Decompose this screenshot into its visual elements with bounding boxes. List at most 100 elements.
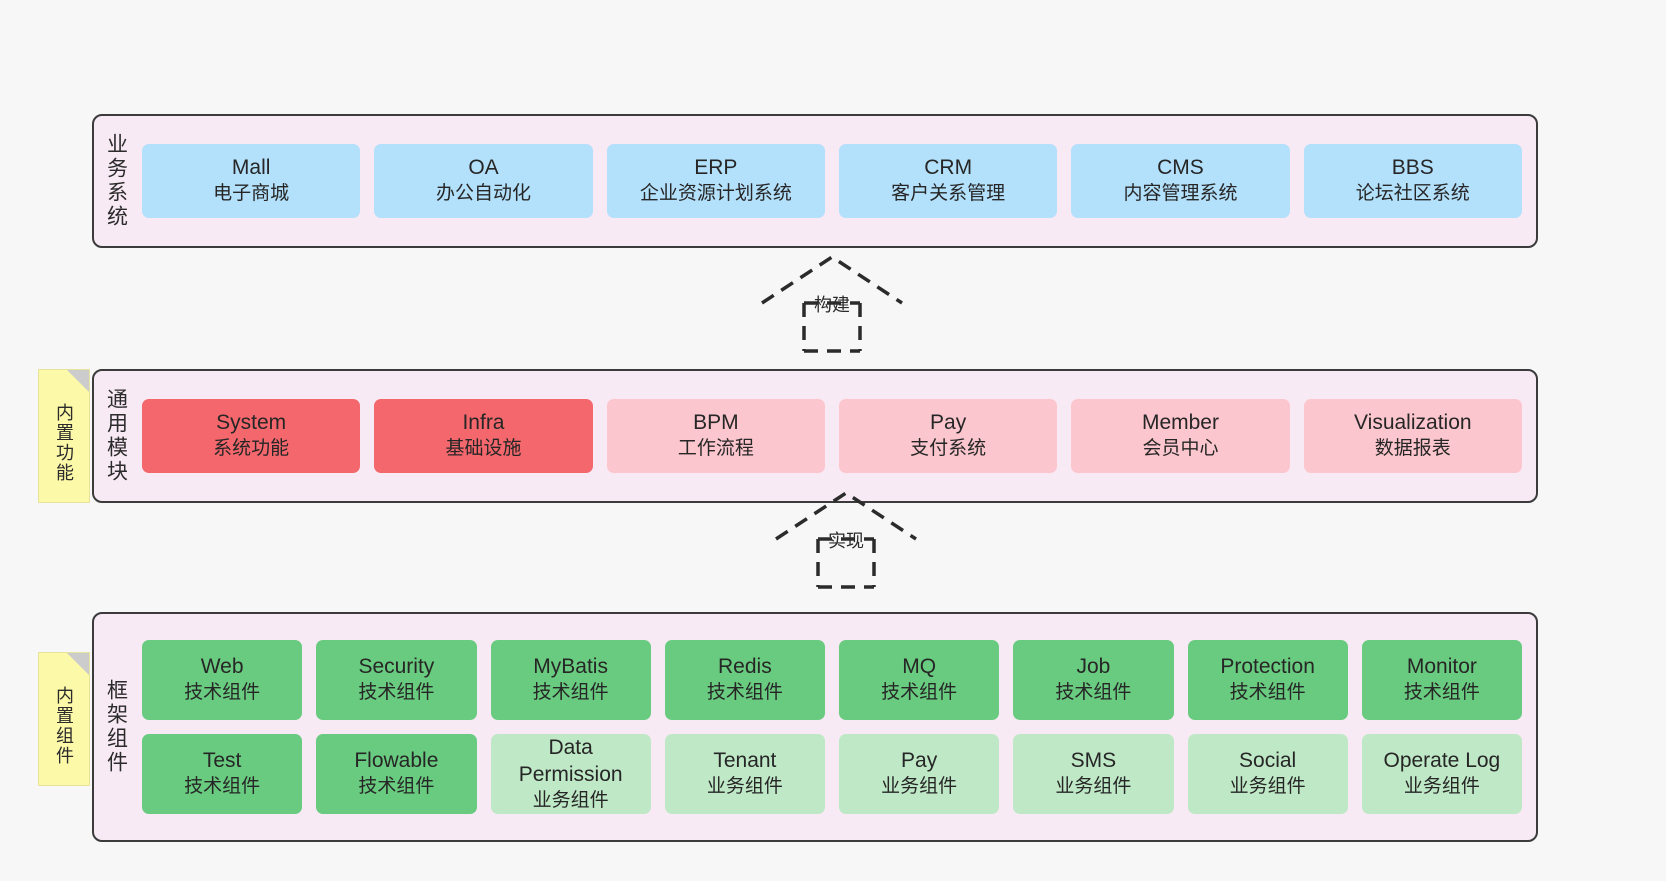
layer-body-common-modules: System 系统功能 Infra 基础设施 BPM 工作流程 Pay 支付系统… <box>138 371 1536 501</box>
module-name: Operate Log <box>1383 749 1501 773</box>
module-box-monitor[interactable]: Monitor 技术组件 <box>1361 640 1522 720</box>
module-desc: 技术组件 <box>1229 682 1306 704</box>
module-desc: 系统功能 <box>213 438 290 460</box>
module-box-security[interactable]: Security 技术组件 <box>316 640 477 720</box>
module-box-sms[interactable]: SMS 业务组件 <box>1013 734 1174 814</box>
module-box-infra[interactable]: Infra 基础设施 <box>374 399 593 473</box>
module-name: Data Permission <box>518 735 623 786</box>
module-box-redis[interactable]: Redis 技术组件 <box>664 640 825 720</box>
module-row: Test 技术组件 Flowable 技术组件 Data Permission … <box>142 734 1522 814</box>
layer-label-business-systems: 业务系统 <box>104 133 128 229</box>
module-desc: 技术组件 <box>1055 682 1132 704</box>
module-desc: 业务组件 <box>1403 776 1480 798</box>
module-desc: 论坛社区系统 <box>1355 183 1470 205</box>
module-name: Pay <box>930 411 967 435</box>
module-name: Infra <box>462 411 505 435</box>
module-box-social[interactable]: Social 业务组件 <box>1187 734 1348 814</box>
module-name: Protection <box>1220 655 1315 679</box>
module-desc: 业务组件 <box>881 776 958 798</box>
module-name: CMS <box>1157 156 1204 180</box>
layer-body-framework-components: Web 技术组件 Security 技术组件 MyBatis 技术组件 Redi… <box>138 614 1536 840</box>
module-name: CRM <box>924 156 973 180</box>
layer-body-business-systems: Mall 电子商城 OA 办公自动化 ERP 企业资源计划系统 CRM 客户关系… <box>138 116 1536 246</box>
connector-label-implement: 实现 <box>828 531 864 551</box>
layer-framework-components: 框架组件 Web 技术组件 Security 技术组件 MyBatis 技术组件… <box>92 612 1538 842</box>
module-row: Mall 电子商城 OA 办公自动化 ERP 企业资源计划系统 CRM 客户关系… <box>142 144 1522 218</box>
module-row: System 系统功能 Infra 基础设施 BPM 工作流程 Pay 支付系统… <box>142 399 1522 473</box>
module-box-bbs[interactable]: BBS 论坛社区系统 <box>1303 144 1522 218</box>
module-name: Member <box>1141 411 1219 435</box>
module-desc: 客户关系管理 <box>891 183 1006 205</box>
module-box-pay[interactable]: Pay 支付系统 <box>838 399 1058 473</box>
module-box-system[interactable]: System 系统功能 <box>142 399 361 473</box>
module-desc: 会员中心 <box>1142 438 1219 460</box>
module-desc: 技术组件 <box>706 682 783 704</box>
module-box-data-permission[interactable]: Data Permission 业务组件 <box>490 734 651 814</box>
module-desc: 数据报表 <box>1374 438 1451 460</box>
module-name: Monitor <box>1406 655 1477 679</box>
module-name: Job <box>1076 655 1111 679</box>
module-desc: 工作流程 <box>677 438 754 460</box>
module-box-web[interactable]: Web 技术组件 <box>142 640 303 720</box>
module-box-oa[interactable]: OA 办公自动化 <box>374 144 593 218</box>
module-name: MyBatis <box>533 655 608 679</box>
module-name: Security <box>358 655 435 679</box>
module-desc: 支付系统 <box>910 438 987 460</box>
module-box-mall[interactable]: Mall 电子商城 <box>142 144 361 218</box>
module-box-bpm[interactable]: BPM 工作流程 <box>606 399 825 473</box>
layer-common-modules: 通用模块 System 系统功能 Infra 基础设施 BPM 工作流程 Pay… <box>92 369 1538 503</box>
module-name: Redis <box>718 655 772 679</box>
module-desc: 技术组件 <box>881 682 958 704</box>
module-box-pay-business[interactable]: Pay 业务组件 <box>839 734 1000 814</box>
module-box-crm[interactable]: CRM 客户关系管理 <box>838 144 1058 218</box>
module-box-member[interactable]: Member 会员中心 <box>1071 399 1290 473</box>
module-box-flowable[interactable]: Flowable 技术组件 <box>316 734 477 814</box>
module-name: Tenant <box>713 749 777 773</box>
module-desc: 业务组件 <box>532 789 609 811</box>
module-name: BBS <box>1391 156 1434 180</box>
module-box-mq[interactable]: MQ 技术组件 <box>839 640 1000 720</box>
module-name: Web <box>200 655 244 679</box>
module-desc: 业务组件 <box>1229 776 1306 798</box>
module-desc: 技术组件 <box>358 682 435 704</box>
module-box-test[interactable]: Test 技术组件 <box>142 734 303 814</box>
sticky-note-label: 内置组件 <box>54 686 74 766</box>
connector-label-build: 构建 <box>814 295 850 315</box>
module-desc: 电子商城 <box>213 183 290 205</box>
sticky-note-builtin-components: 内置组件 <box>38 652 90 786</box>
module-name: MQ <box>902 655 937 679</box>
module-name: Social <box>1239 749 1297 773</box>
module-box-visualization[interactable]: Visualization 数据报表 <box>1303 399 1522 473</box>
module-desc: 企业资源计划系统 <box>639 183 792 205</box>
module-name: Test <box>202 749 242 773</box>
module-row: Web 技术组件 Security 技术组件 MyBatis 技术组件 Redi… <box>142 640 1522 720</box>
module-box-job[interactable]: Job 技术组件 <box>1013 640 1174 720</box>
module-name: OA <box>468 156 499 180</box>
module-desc: 业务组件 <box>1055 776 1132 798</box>
module-name: Visualization <box>1354 411 1472 435</box>
module-name: SMS <box>1070 749 1117 773</box>
module-name: Mall <box>231 156 271 180</box>
module-desc: 办公自动化 <box>435 183 531 205</box>
module-box-cms[interactable]: CMS 内容管理系统 <box>1071 144 1290 218</box>
module-name: Pay <box>901 749 938 773</box>
module-desc: 技术组件 <box>1403 682 1480 704</box>
layer-label-framework-components: 框架组件 <box>104 679 128 775</box>
module-box-protection[interactable]: Protection 技术组件 <box>1187 640 1348 720</box>
connector-build: 构建 <box>752 254 912 355</box>
module-box-erp[interactable]: ERP 企业资源计划系统 <box>606 144 825 218</box>
sticky-note-label: 内置功能 <box>54 403 74 483</box>
module-desc: 内容管理系统 <box>1123 183 1238 205</box>
layer-business-systems: 业务系统 Mall 电子商城 OA 办公自动化 ERP 企业资源计划系统 CRM… <box>92 114 1538 248</box>
module-name: Flowable <box>354 749 439 773</box>
layer-label-common-modules: 通用模块 <box>104 388 128 484</box>
module-box-operate-log[interactable]: Operate Log 业务组件 <box>1361 734 1522 814</box>
module-box-mybatis[interactable]: MyBatis 技术组件 <box>490 640 651 720</box>
connector-implement: 实现 <box>766 490 926 591</box>
module-box-tenant[interactable]: Tenant 业务组件 <box>664 734 825 814</box>
module-name: System <box>216 411 287 435</box>
sticky-note-builtin-functions: 内置功能 <box>38 369 90 503</box>
module-desc: 技术组件 <box>532 682 609 704</box>
module-desc: 业务组件 <box>706 776 783 798</box>
